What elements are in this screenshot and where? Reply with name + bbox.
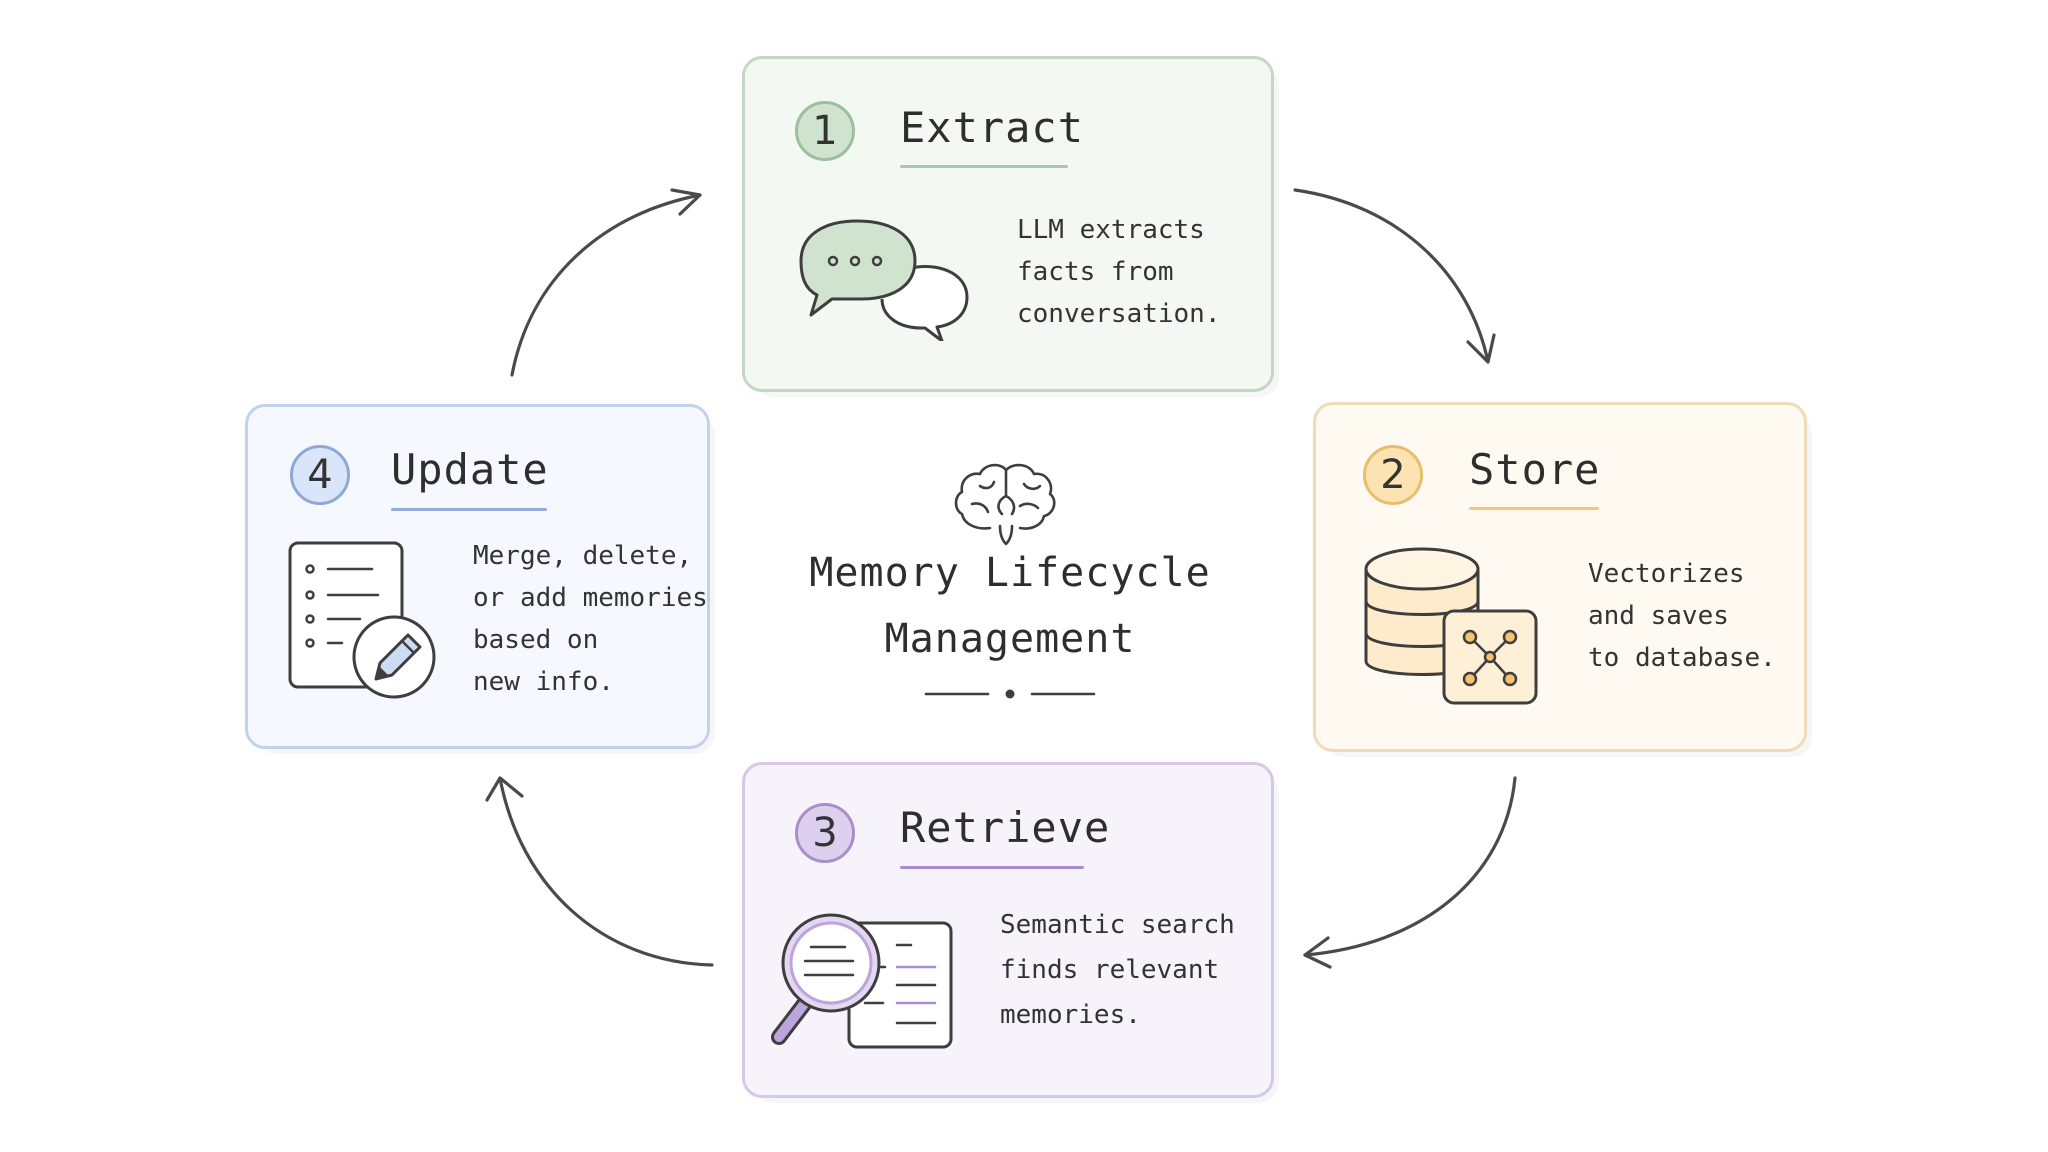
desc-line: to database. bbox=[1588, 643, 1776, 673]
diagram-title-line: Memory Lifecycle bbox=[809, 550, 1211, 596]
title-underline bbox=[900, 165, 1068, 168]
database-icon bbox=[1364, 547, 1538, 705]
arrow-store-to-retrieve bbox=[1303, 776, 1517, 969]
diagram-title-line: Management bbox=[884, 616, 1136, 662]
diagram-title: Memory Lifecycle Management bbox=[780, 540, 1240, 672]
step-card-store: 2 Store Vectorizes and saves bbox=[1313, 402, 1807, 752]
desc-line: new info. bbox=[473, 667, 614, 697]
chat-bubbles-icon bbox=[799, 219, 969, 341]
step-title: Store bbox=[1469, 445, 1601, 494]
step-card-update: 4 Update Merge, delete, or add memories bbox=[245, 404, 710, 749]
step-description: Semantic search finds relevant memories. bbox=[1000, 903, 1235, 1038]
desc-line: or add memories bbox=[473, 583, 708, 613]
step-card-extract: 1 Extract LLM extracts facts from conver… bbox=[742, 56, 1274, 392]
brain-icon bbox=[954, 463, 1056, 546]
desc-line: Merge, delete, bbox=[473, 541, 693, 571]
step-card-retrieve: 3 Retrieve bbox=[742, 762, 1274, 1098]
desc-line: conversation. bbox=[1017, 299, 1221, 329]
step-number-badge: 2 bbox=[1363, 445, 1423, 505]
desc-line: Semantic search bbox=[1000, 910, 1235, 940]
desc-line: based on bbox=[473, 625, 599, 655]
step-description: Vectorizes and saves to database. bbox=[1588, 553, 1776, 679]
desc-line: LLM extracts bbox=[1017, 215, 1205, 245]
step-title: Retrieve bbox=[900, 803, 1111, 852]
step-description: Merge, delete, or add memories based on … bbox=[473, 535, 708, 703]
desc-line: and saves bbox=[1588, 601, 1729, 631]
title-underline bbox=[391, 508, 547, 511]
step-number-badge: 1 bbox=[795, 101, 855, 161]
edit-document-icon bbox=[288, 541, 436, 699]
desc-line: finds relevant bbox=[1000, 955, 1220, 985]
desc-line: facts from bbox=[1017, 257, 1174, 287]
arrow-update-to-extract bbox=[510, 188, 702, 377]
desc-line: Vectorizes bbox=[1588, 559, 1745, 589]
arrow-retrieve-to-update bbox=[485, 776, 714, 967]
step-number-badge: 4 bbox=[290, 445, 350, 505]
step-title: Update bbox=[391, 445, 549, 494]
title-underline bbox=[900, 866, 1084, 869]
step-description: LLM extracts facts from conversation. bbox=[1017, 209, 1221, 335]
arrow-extract-to-store bbox=[1293, 188, 1496, 364]
magnifier-icon bbox=[771, 913, 953, 1049]
title-underline bbox=[1469, 507, 1599, 510]
step-title: Extract bbox=[900, 103, 1085, 152]
step-number-badge: 3 bbox=[795, 803, 855, 863]
desc-line: memories. bbox=[1000, 1000, 1141, 1030]
title-divider bbox=[924, 689, 1096, 699]
